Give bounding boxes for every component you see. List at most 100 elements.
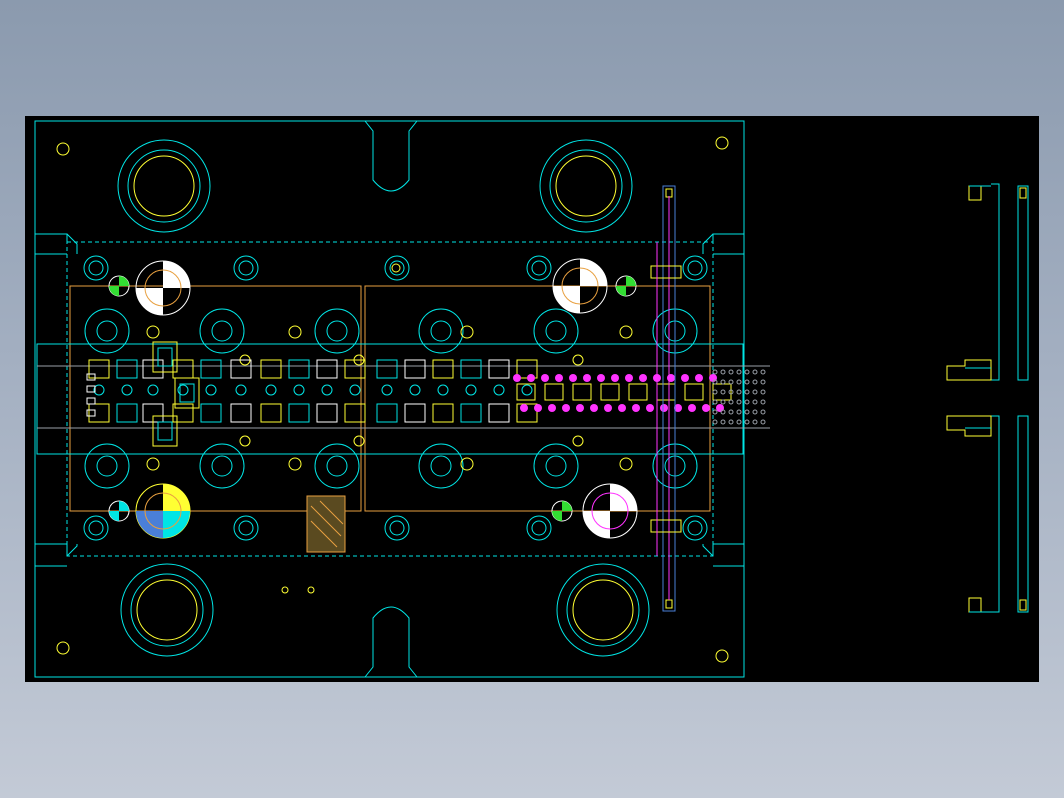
punch-upper [172, 359, 194, 379]
blank-station [572, 383, 592, 401]
pilot-hole [521, 384, 533, 396]
blank-station [628, 383, 648, 401]
strip-pattern [752, 369, 758, 375]
side-rail-left [968, 183, 1000, 613]
pierce-mark [618, 404, 626, 412]
yellow-dowels [146, 263, 633, 471]
guide-post-symbol-br [582, 483, 638, 539]
strip-pattern [736, 379, 742, 385]
form-punch [152, 415, 178, 447]
punch-lower [432, 403, 454, 423]
punch-lower [516, 403, 538, 423]
punch-lower [460, 403, 482, 423]
strip-stations [86, 341, 766, 447]
strip-pattern [744, 379, 750, 385]
pierce-mark [548, 404, 556, 412]
guide-post-symbol-bl [135, 483, 191, 539]
strip-pattern [720, 369, 726, 375]
strip-pattern [712, 369, 718, 375]
strip-pattern [736, 409, 742, 415]
strip-pattern [720, 419, 726, 425]
pilot-hole [265, 384, 277, 396]
pierce-mark [702, 404, 710, 412]
pierce-mark [583, 374, 591, 382]
dowel-marker-2 [615, 275, 637, 297]
insert-plate-right [364, 285, 711, 512]
blank-station [600, 383, 620, 401]
pierce-mark [520, 404, 528, 412]
form-punch [174, 377, 200, 409]
guide-bushing-bottom-left [120, 563, 214, 657]
pilot-hole [121, 384, 133, 396]
guide-bushing-top-right [539, 139, 633, 233]
pierce-mark [604, 404, 612, 412]
pilot-hole [293, 384, 305, 396]
form-punch-core [157, 347, 173, 367]
punch-upper [344, 359, 366, 379]
pierce-mark [576, 404, 584, 412]
corner-hole-tl [56, 142, 70, 156]
guide-bushing-top-left [117, 139, 211, 233]
strip-pattern [760, 369, 766, 375]
plate-edge-right-top [712, 233, 744, 255]
strip-pattern [720, 409, 726, 415]
strip-pattern [760, 409, 766, 415]
pilot-hole [437, 384, 449, 396]
strip-pattern [728, 369, 734, 375]
punch-lower [260, 403, 282, 423]
punch-upper [376, 359, 398, 379]
punch-upper [432, 359, 454, 379]
strip-pattern [752, 379, 758, 385]
stripper-bolt-holes [83, 255, 708, 541]
punch-upper [488, 359, 510, 379]
plate-edge-left-top [35, 233, 68, 255]
feed-mark [86, 373, 96, 381]
blank-station [684, 383, 704, 401]
corner-hole-br [715, 649, 729, 663]
pierce-mark [674, 404, 682, 412]
pierce-mark [681, 374, 689, 382]
pilot-hole [177, 384, 189, 396]
small-hole-b [307, 586, 315, 594]
cad-drawing [34, 120, 1029, 678]
pierce-mark [611, 374, 619, 382]
strip-pattern [736, 389, 742, 395]
strip-pattern [736, 399, 742, 405]
punch-upper [116, 359, 138, 379]
strip-pattern [712, 409, 718, 415]
punch-lower [200, 403, 222, 423]
strip-pattern [728, 409, 734, 415]
chamfer-marks-right [702, 233, 714, 557]
pilot-hole [409, 384, 421, 396]
pilot-hole [93, 384, 105, 396]
pierce-mark [597, 374, 605, 382]
pilot-hole [493, 384, 505, 396]
pierce-mark [695, 374, 703, 382]
strip-pattern [752, 409, 758, 415]
top-slot [364, 120, 418, 192]
blank-station [516, 383, 536, 401]
punch-upper [200, 359, 222, 379]
pierce-mark [688, 404, 696, 412]
corner-hole-bl [56, 641, 70, 655]
punch-upper [88, 359, 110, 379]
punch-lower [172, 403, 194, 423]
punch-lower [488, 403, 510, 423]
hinge-bracket-lower [946, 415, 992, 437]
punch-upper [230, 359, 252, 379]
chamfer-marks-left [66, 233, 78, 557]
feed-mark [86, 385, 96, 393]
punch-upper [288, 359, 310, 379]
dowel-marker-1 [108, 275, 130, 297]
cad-model-viewport[interactable] [25, 116, 1039, 682]
plan-view [34, 120, 770, 678]
insert-plate-left [69, 285, 362, 512]
strip-pattern [720, 389, 726, 395]
strip-pattern [720, 399, 726, 405]
strip-pattern [760, 389, 766, 395]
counterbore-holes-upper [84, 308, 698, 354]
pilot-hole [465, 384, 477, 396]
dowel-marker-3 [108, 500, 130, 522]
hinge-bracket-upper [946, 359, 992, 381]
feed-mark [86, 397, 96, 405]
